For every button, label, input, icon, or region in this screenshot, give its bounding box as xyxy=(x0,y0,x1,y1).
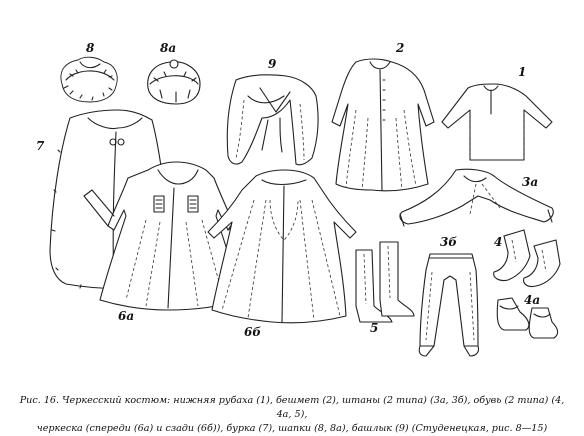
undershirt-1 xyxy=(441,83,553,161)
cherkeska-front-6a xyxy=(83,161,251,311)
beshmet-2 xyxy=(331,58,435,192)
label-6b: 6б xyxy=(244,325,261,339)
tall-boots-5 xyxy=(355,241,415,323)
caption-line-2: черкеска (спереди (6а) и сзади (6б)), бу… xyxy=(36,423,548,434)
label-2: 2 xyxy=(395,41,404,55)
soft-boots-4 xyxy=(493,229,561,288)
label-3b: 3б xyxy=(440,235,457,249)
caption-line-1: Рис. 16. Черкесский костюм: нижняя рубах… xyxy=(19,395,565,420)
bashlyk-hood-9 xyxy=(226,74,319,166)
low-shoes-4a xyxy=(496,297,559,339)
label-4a: 4а xyxy=(524,293,540,307)
label-9: 9 xyxy=(268,57,277,71)
figure-caption: Рис. 16. Черкесский костюм: нижняя рубах… xyxy=(14,394,570,436)
label-6a: 6а xyxy=(118,309,134,323)
label-5: 5 xyxy=(370,321,378,335)
trousers-3b xyxy=(418,253,480,357)
label-3a: 3а xyxy=(522,175,538,189)
label-8: 8 xyxy=(86,41,95,55)
hat-with-flaps-8a xyxy=(147,59,201,105)
cherkeska-back-6b xyxy=(207,169,357,324)
label-4: 4 xyxy=(494,235,502,249)
label-8a: 8а xyxy=(160,41,176,55)
trousers-3a xyxy=(399,168,554,227)
label-7: 7 xyxy=(36,139,45,153)
label-1: 1 xyxy=(518,65,526,79)
fur-hat-8 xyxy=(60,56,118,103)
